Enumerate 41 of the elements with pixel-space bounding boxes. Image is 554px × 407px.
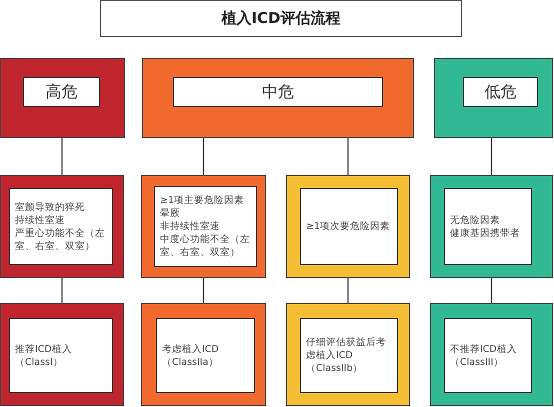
connector-line <box>490 278 492 303</box>
risk-frame <box>141 175 266 278</box>
risk-frame <box>0 58 125 138</box>
risk-frame <box>430 303 553 406</box>
title-box: 植入ICD评估流程 <box>100 0 462 37</box>
criteria-text: （ClassI） <box>15 356 64 368</box>
risk-level-label: 低危 <box>484 81 516 103</box>
criteria-text: 不推荐ICD植入 <box>450 342 518 356</box>
criteria-text: ≥1项主要危险因素 <box>160 194 246 207</box>
criteria-text: 健康基因携带者 <box>450 226 521 240</box>
risk-frame <box>141 303 266 406</box>
criteria-text: （ClassIII） <box>450 356 504 368</box>
risk-frame <box>430 175 553 278</box>
risk-frame <box>142 58 414 138</box>
risk-frame <box>286 303 410 406</box>
criteria-text: 非持续性室速 <box>160 220 221 233</box>
criteria-text: 考虑植入ICD <box>162 342 220 356</box>
criteria-text: ≥1项次要危险因素 <box>306 220 392 233</box>
risk-frame <box>286 175 410 278</box>
connector-line <box>490 138 492 175</box>
connector-line <box>202 138 204 175</box>
risk-level-label: 中危 <box>262 81 294 103</box>
risk-frame <box>0 303 124 406</box>
criteria-text: 中度心功能不全（左室、右室、双室） <box>160 233 251 259</box>
risk-frame <box>434 58 553 138</box>
risk-level-label: 高危 <box>46 81 78 103</box>
criteria-text: （ClassIIa） <box>162 356 220 368</box>
connector-line <box>202 278 204 303</box>
connector-line <box>347 278 349 303</box>
criteria-text: 仔细评估获益后考虑植入ICD <box>306 336 387 362</box>
connector-line <box>347 138 349 175</box>
criteria-text: 无危险因素 <box>450 214 501 226</box>
criteria-text: 严重心功能不全（左室、右室、双室） <box>15 226 106 252</box>
criteria-text: （ClassIIb） <box>306 362 364 375</box>
criteria-text: 推荐ICD植入 <box>15 342 73 356</box>
criteria-text: 晕厥 <box>160 207 181 220</box>
risk-frame <box>0 175 124 278</box>
connector-line <box>61 138 63 175</box>
criteria-text: 室颤导致的猝死 <box>15 200 86 214</box>
criteria-text: 持续性室速 <box>15 214 66 226</box>
connector-line <box>61 278 63 303</box>
